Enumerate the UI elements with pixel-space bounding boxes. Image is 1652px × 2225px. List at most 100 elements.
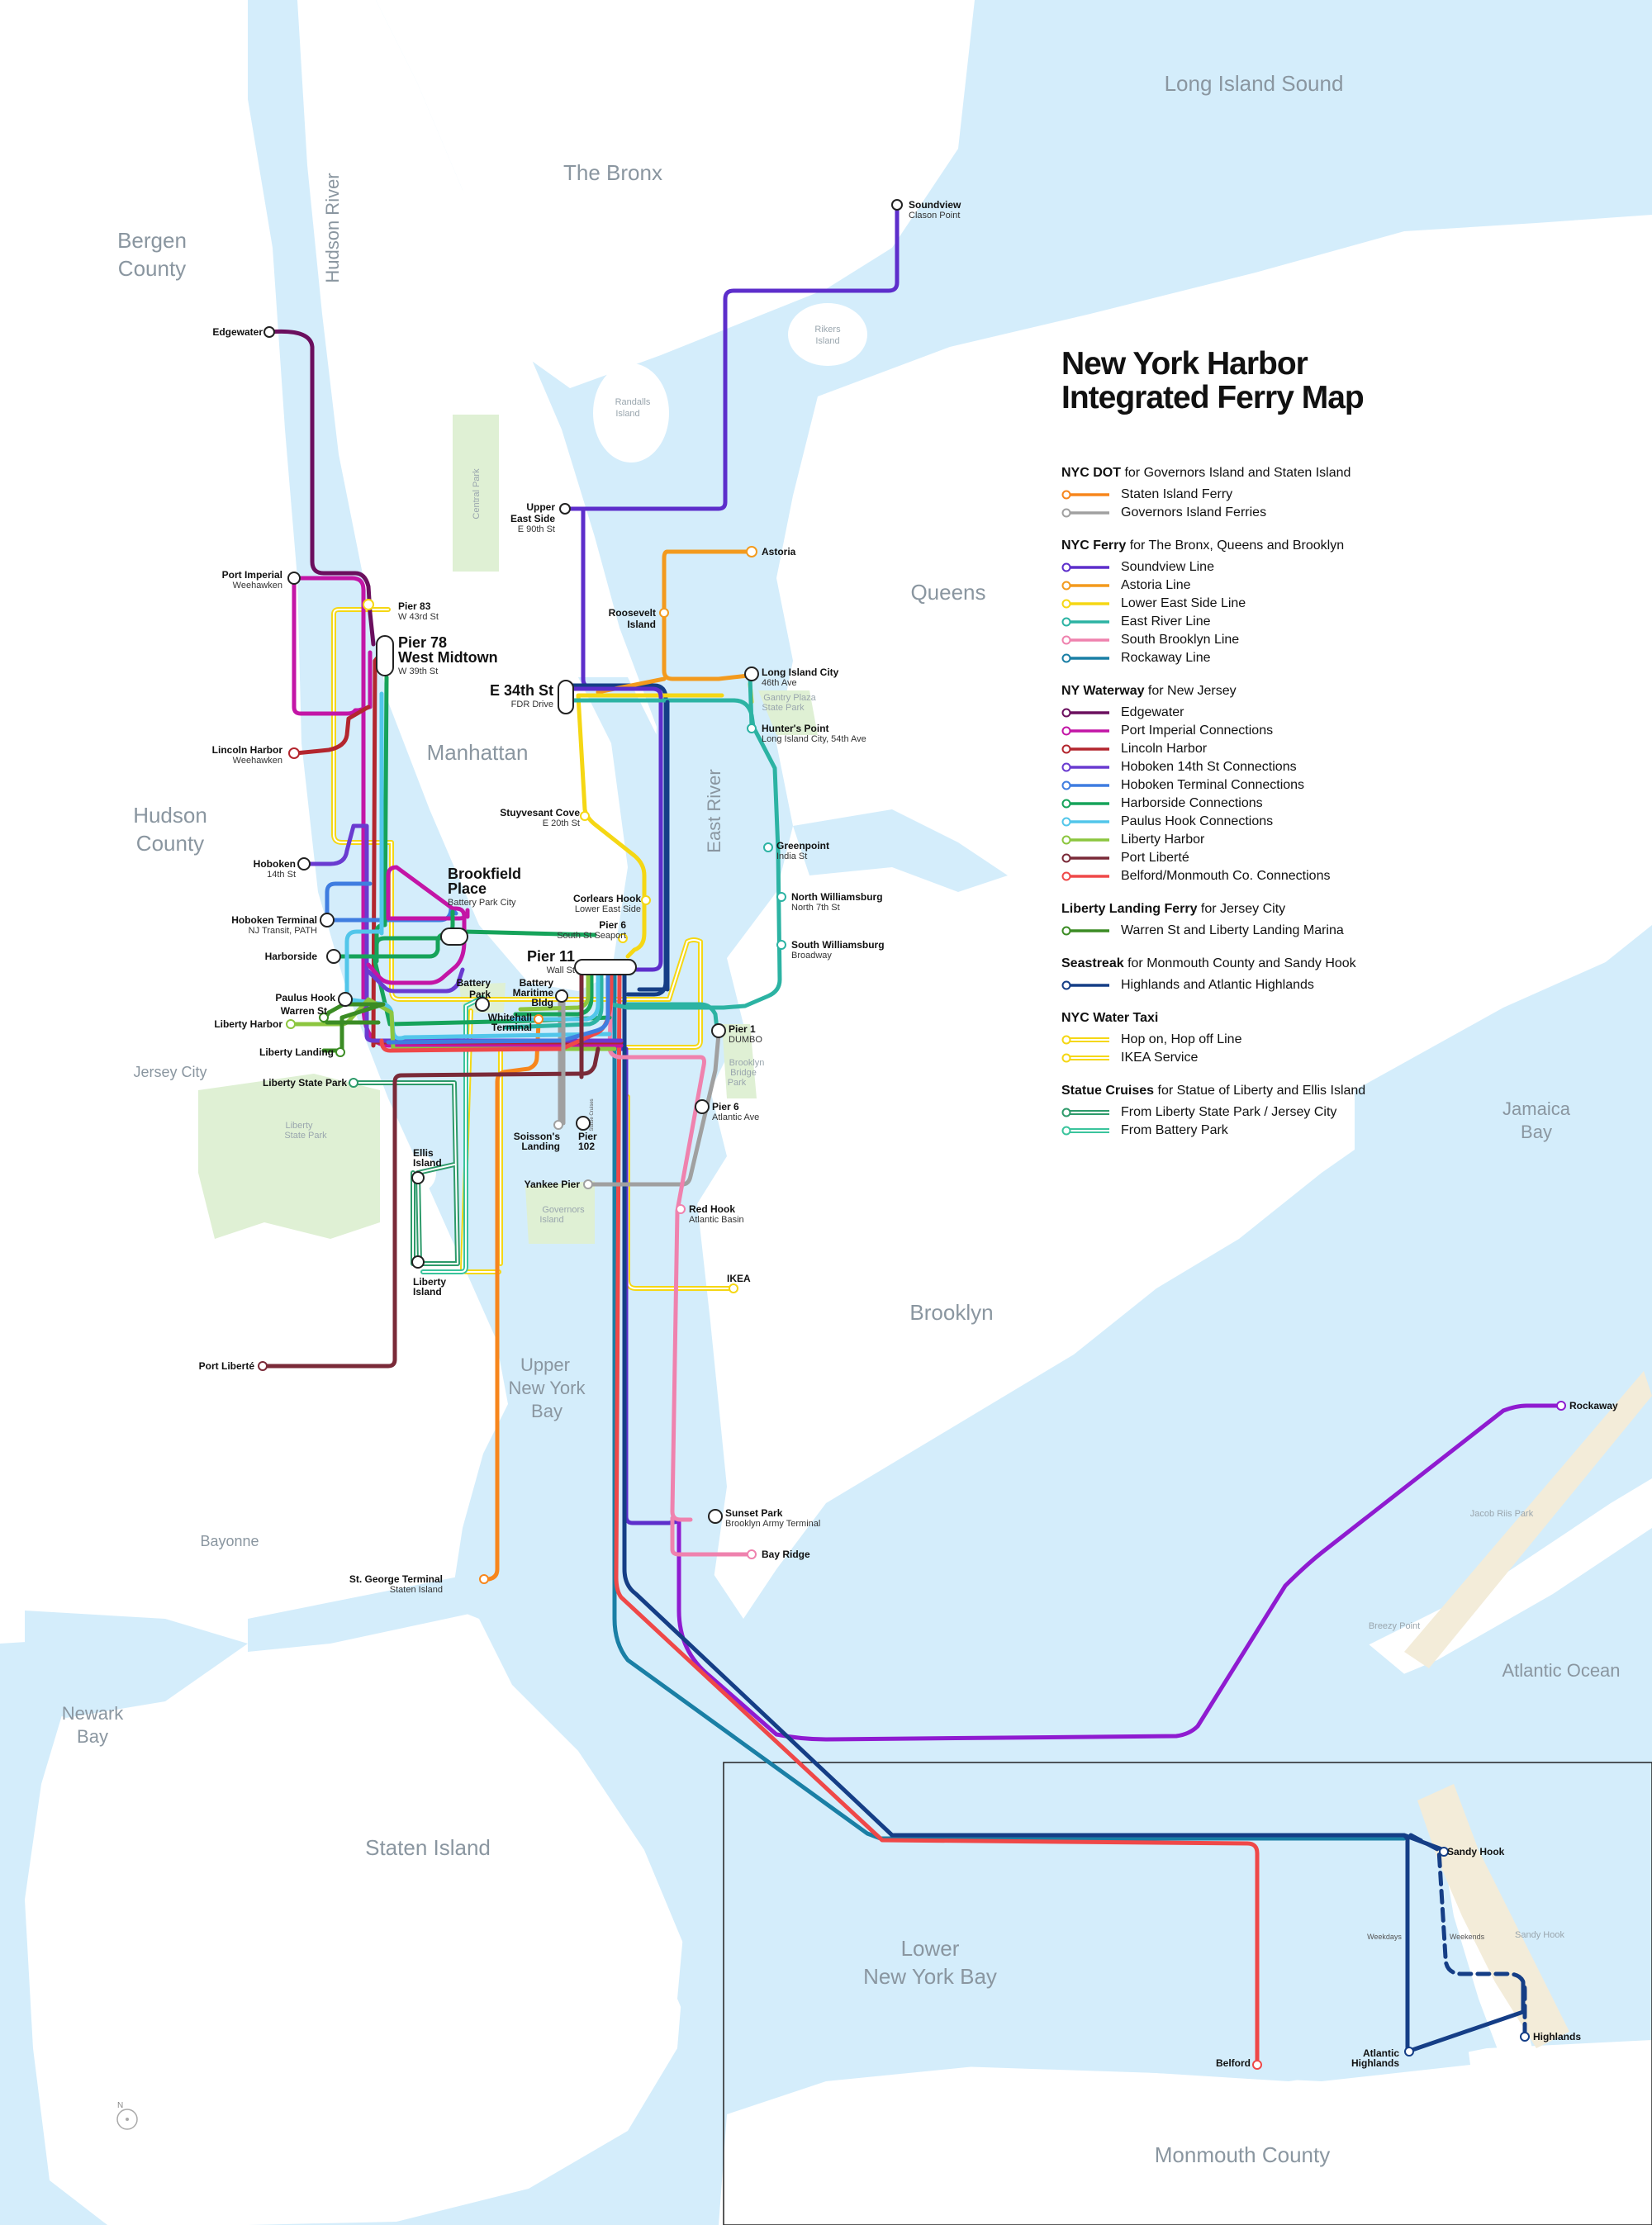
- station-corlears[interactable]: [641, 895, 651, 905]
- station-belford[interactable]: [1252, 2060, 1262, 2070]
- station-port-imperial[interactable]: [287, 572, 301, 585]
- station-liberty-state-park[interactable]: [349, 1078, 358, 1088]
- station-liberty-harbor[interactable]: [286, 1019, 296, 1029]
- station-soissons[interactable]: [553, 1120, 563, 1130]
- station-edgewater[interactable]: [263, 326, 275, 338]
- legend-item: IKEA Service: [1061, 1049, 1590, 1067]
- station-south-wb[interactable]: [776, 940, 786, 950]
- label-lower-bay-2: New York Bay: [863, 1964, 997, 1989]
- station-rockaway[interactable]: [1556, 1401, 1566, 1411]
- station-harborside[interactable]: [326, 949, 341, 964]
- station-greenpoint[interactable]: [763, 842, 773, 852]
- route-pier11-fan-cyan: [510, 972, 601, 1022]
- route-water-taxi: [331, 607, 736, 1291]
- station-sub-greenpoint: India St: [776, 852, 807, 861]
- legend-item: Staten Island Ferry: [1061, 486, 1590, 504]
- station-label-red-hook: Red Hook: [689, 1203, 735, 1215]
- legend-operator: NYC Water Taxi: [1061, 1011, 1159, 1025]
- label-weekdays: Weekdays: [1367, 1933, 1402, 1941]
- station-st-george[interactable]: [479, 1574, 489, 1584]
- route-port-liberte: [260, 1046, 601, 1369]
- station-astoria[interactable]: [746, 546, 757, 557]
- route-rockaway-violet: [676, 1403, 1564, 1742]
- station-upper-east-side[interactable]: [559, 503, 571, 515]
- map-title: New York Harbor Integrated Ferry Map: [1061, 347, 1590, 415]
- station-hoboken-terminal[interactable]: [320, 913, 335, 927]
- station-markers: [258, 199, 1566, 2070]
- legend-operator-desc: for Statue of Liberty and Ellis Island: [1154, 1084, 1366, 1098]
- station-north-wb[interactable]: [776, 892, 786, 902]
- station-hunters[interactable]: [747, 723, 757, 733]
- station-warren-st[interactable]: [319, 1013, 329, 1022]
- legend-item-label: Liberty Harbor: [1121, 833, 1205, 847]
- label-rikers-1: Rikers: [814, 325, 841, 334]
- legend-item: Soundview Line: [1061, 558, 1590, 576]
- station-port-liberte[interactable]: [258, 1361, 268, 1371]
- label-manhattan: Manhattan: [427, 740, 529, 765]
- station-label-ellis-2: Island: [413, 1157, 442, 1169]
- sandy-hook-beach-area: [1417, 1784, 1569, 2048]
- station-label-belford: Belford: [1216, 2057, 1251, 2069]
- station-pier78[interactable]: [376, 635, 394, 676]
- route-statue-cruises: [353, 995, 485, 1274]
- station-lincoln-harbor[interactable]: [288, 747, 300, 759]
- label-hudson-1: Hudson: [133, 803, 207, 828]
- station-roosevelt[interactable]: [659, 608, 669, 618]
- station-pier83[interactable]: [363, 599, 374, 610]
- station-battery-park[interactable]: [475, 997, 490, 1012]
- label-jamaica-1: Jamaica: [1502, 1098, 1571, 1119]
- legend-swatch-icon: [1061, 853, 1109, 863]
- station-sandy-hook[interactable]: [1439, 1847, 1449, 1857]
- station-brookfield[interactable]: [440, 927, 468, 946]
- station-liberty-island[interactable]: [411, 1255, 425, 1269]
- legend-group: Seastreak for Monmouth County and Sandy …: [1061, 955, 1590, 994]
- station-lic[interactable]: [744, 667, 759, 681]
- station-highlands[interactable]: [1520, 2032, 1530, 2042]
- label-queens: Queens: [910, 580, 985, 605]
- station-label-north-wb: North Williamsburg: [791, 891, 883, 903]
- station-sub-red-hook: Atlantic Basin: [689, 1215, 744, 1225]
- station-sub-ues: E 90th St: [518, 524, 555, 534]
- route-rockaway-line: [612, 967, 1407, 1841]
- legend-item: Belford/Monmouth Co. Connections: [1061, 867, 1590, 885]
- legend-operator: NYC DOT: [1061, 466, 1121, 480]
- station-ellis[interactable]: [411, 1171, 425, 1184]
- label-bergen-1: Bergen: [117, 228, 187, 253]
- station-hoboken14[interactable]: [297, 857, 311, 871]
- label-bbp-1: Brooklyn: [729, 1058, 765, 1068]
- station-sunset-park[interactable]: [708, 1509, 723, 1524]
- station-label-port-liberte: Port Liberté: [199, 1360, 255, 1372]
- station-e34[interactable]: [558, 680, 574, 714]
- station-pier6-aa[interactable]: [695, 1099, 710, 1114]
- legend-item: Port Liberté: [1061, 849, 1590, 867]
- station-stuyvesant[interactable]: [580, 811, 590, 821]
- route-trunk-purple: [567, 686, 663, 700]
- station-atlantic-highlands[interactable]: [1404, 2047, 1414, 2057]
- station-pier6-ss[interactable]: [618, 933, 628, 943]
- legend-item-label: Edgewater: [1121, 705, 1184, 719]
- station-red-hook[interactable]: [676, 1204, 686, 1214]
- route-east-river: [567, 673, 782, 1010]
- station-ikea[interactable]: [729, 1283, 738, 1293]
- station-pier1[interactable]: [711, 1023, 726, 1038]
- label-jamaica-2: Bay: [1521, 1122, 1552, 1142]
- station-bay-ridge[interactable]: [747, 1549, 757, 1559]
- station-yankee[interactable]: [583, 1179, 593, 1189]
- station-battery-maritime[interactable]: [555, 989, 568, 1003]
- label-bbp-2: Bridge: [730, 1068, 757, 1078]
- station-liberty-landing[interactable]: [335, 1047, 345, 1057]
- station-whitehall[interactable]: [534, 1014, 544, 1024]
- label-bergen-2: County: [118, 256, 186, 281]
- legend-item: Hoboken 14th St Connections: [1061, 758, 1590, 776]
- station-pier102[interactable]: [576, 1116, 591, 1131]
- station-label-roosevelt-1: Roosevelt: [609, 607, 656, 619]
- legend-swatch-icon: [1061, 1126, 1109, 1136]
- station-soundview[interactable]: [891, 199, 903, 211]
- legend-swatch-icon: [1061, 1035, 1109, 1045]
- station-pier11[interactable]: [574, 959, 637, 975]
- legend-item-label: Astoria Line: [1121, 578, 1191, 592]
- legend-item: From Battery Park: [1061, 1122, 1590, 1140]
- route-edgewater: [267, 329, 376, 647]
- station-paulus-hook[interactable]: [338, 992, 353, 1007]
